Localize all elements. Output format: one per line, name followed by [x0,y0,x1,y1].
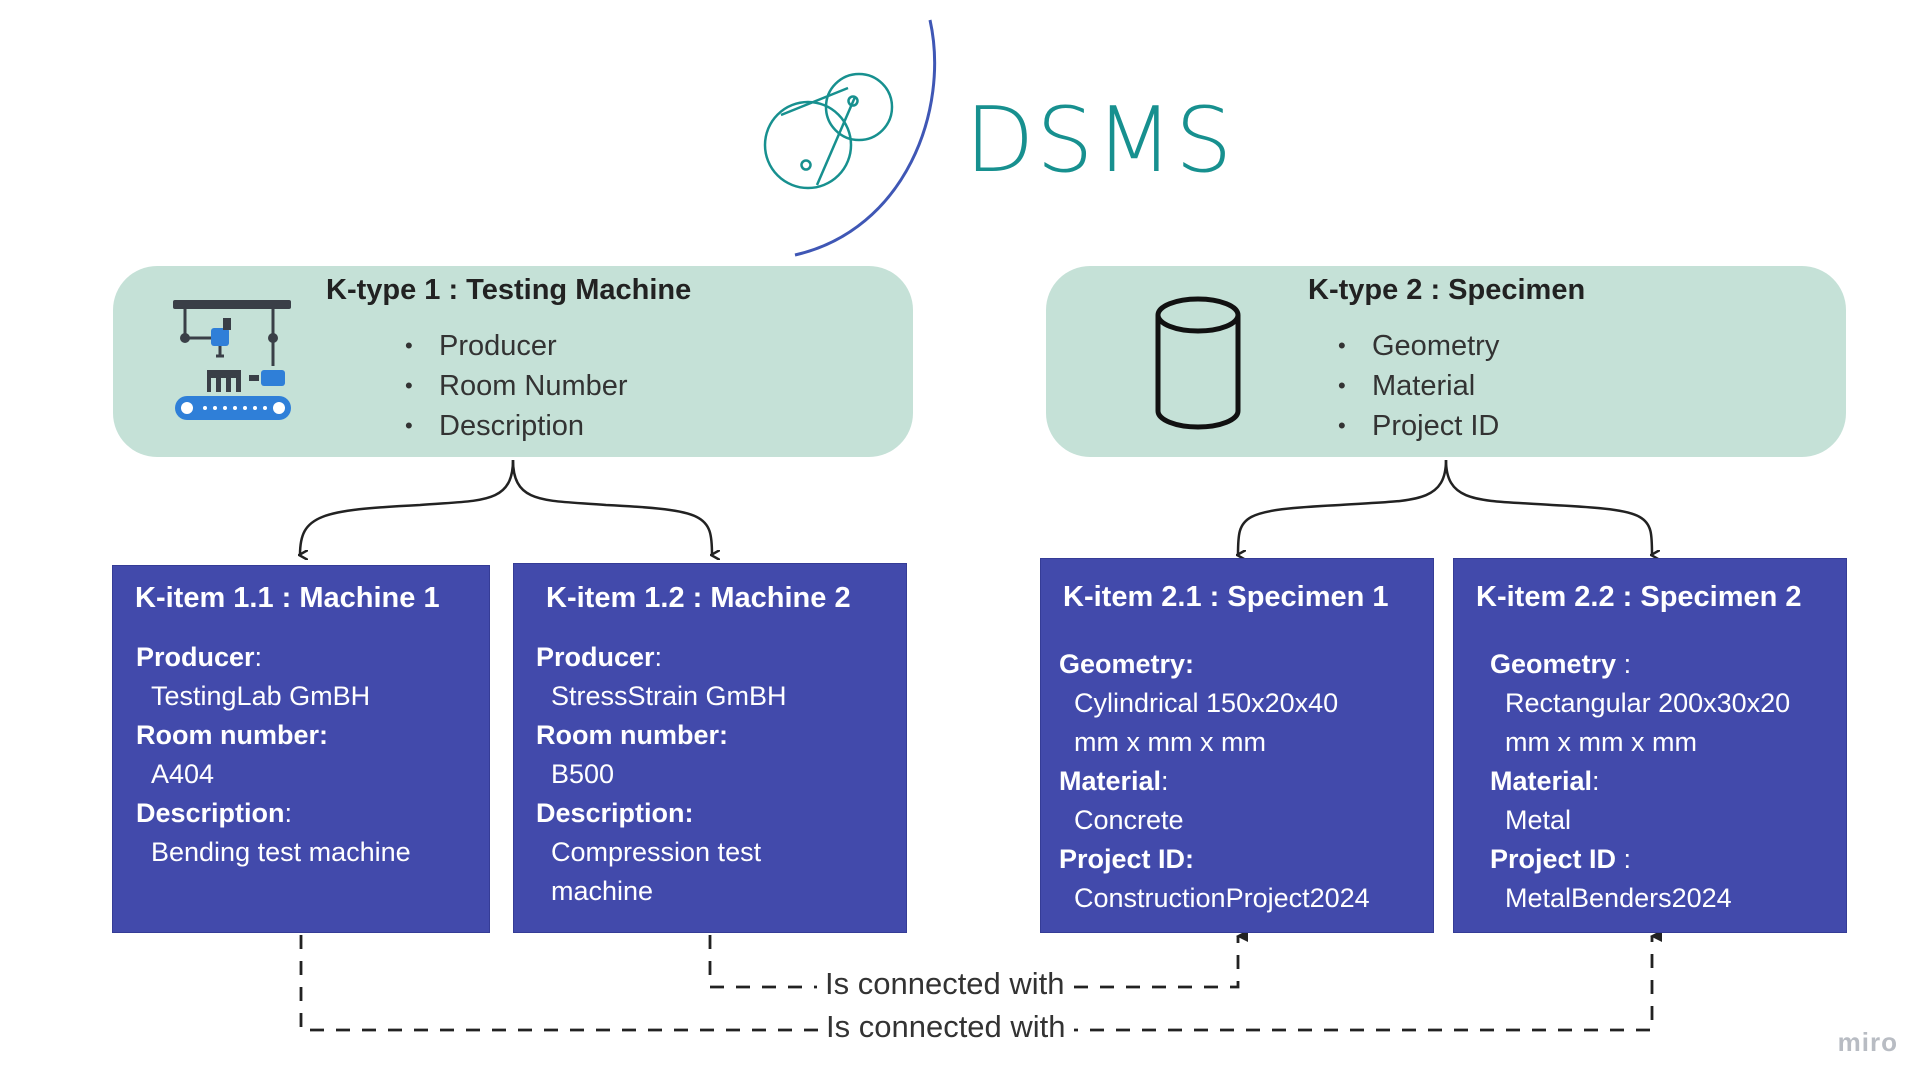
field-separator: : [254,642,263,672]
ktype-card-testing-machine[interactable]: K-type 1 : Testing Machine • Producer • Ro… [113,266,913,457]
attribute-label: Project ID [1372,410,1500,442]
field-label: Description [136,798,285,828]
list-item: • Material [1338,366,1499,406]
list-item: • Project ID [1338,406,1499,446]
field-value: Compression test [551,837,762,867]
field-producer: Producer: StressStrain GmBH [536,638,787,716]
ktype-card-specimen[interactable]: K-type 2 : Specimen • Geometry • Material … [1046,266,1846,457]
field-label: Description: [536,798,694,828]
field-label: Material [1059,766,1162,796]
field-room-number: Room number: B500 [536,716,728,794]
list-item: • Producer [405,326,628,366]
field-description: Description: Compression test machine [536,794,761,911]
field-geometry: Geometry: Cylindrical 150x20x40 mm x mm … [1059,645,1338,762]
field-label: Producer [536,642,655,672]
brace-ktype2-left [1238,459,1448,555]
field-geometry: Geometry : Rectangular 200x30x20 mm x mm… [1490,645,1790,762]
bullet-icon: • [405,413,413,438]
field-separator: : [654,642,663,672]
field-label: Room number: [136,720,328,750]
field-label: Geometry [1490,649,1617,679]
bullet-icon: • [1338,373,1346,398]
logo-mark-icon [763,72,894,190]
field-project-id: Project ID : MetalBenders2024 [1490,840,1732,918]
kitem-card-machine-2[interactable]: K-item 1.2 : Machine 2 Producer: StressS… [513,563,907,933]
attribute-label: Room Number [439,370,628,402]
field-label: Project ID [1490,844,1617,874]
field-value: A404 [151,759,215,789]
field-value: Rectangular 200x30x20 [1505,688,1791,718]
kitem-title: K-item 1.2 : Machine 2 [546,582,851,614]
bullet-icon: • [1338,333,1346,358]
field-value: mm x mm x mm [1074,727,1266,757]
field-value: TestingLab GmBH [151,681,371,711]
ktype-attribute-list: • Producer • Room Number • Description [405,326,628,446]
attribute-label: Description [439,410,585,442]
kitem-card-machine-1[interactable]: K-item 1.1 : Machine 1 Producer: Testing… [112,565,490,933]
ktype-title: K-type 2 : Specimen [1308,274,1586,306]
kitem-card-specimen-2[interactable]: K-item 2.2 : Specimen 2 Geometry : Recta… [1453,558,1847,933]
field-value: Concrete [1074,805,1184,835]
list-item: • Description [405,406,628,446]
brace-ktype1-left [300,459,515,555]
field-value: Metal [1505,805,1572,835]
attribute-label: Material [1372,370,1476,402]
kitem-title: K-item 2.1 : Specimen 1 [1063,581,1389,613]
connection-label-1: Is connected with [817,966,1073,1002]
field-producer: Producer: TestingLab GmBH [136,638,370,716]
ktype-title: K-type 1 : Testing Machine [326,274,692,306]
field-value: Cylindrical 150x20x40 [1074,688,1339,718]
brace-ktype1-right [511,459,712,555]
field-material: Material: Metal [1490,762,1600,840]
field-label: Material [1490,766,1593,796]
field-project-id: Project ID: ConstructionProject2024 [1059,840,1370,918]
logo-title: DSMS [965,88,1235,193]
kitem-title: K-item 1.1 : Machine 1 [135,582,440,614]
field-separator: : [1592,766,1600,796]
logo-arc [794,19,937,257]
field-description: Description: Bending test machine [136,794,411,872]
field-value: StressStrain GmBH [551,681,787,711]
bullet-icon: • [1338,413,1346,438]
attribute-label: Geometry [1372,330,1500,362]
brace-ktype2-right [1444,459,1652,555]
field-separator: : [284,798,293,828]
miro-watermark-logo: miro [1837,1027,1898,1057]
field-value: MetalBenders2024 [1505,883,1732,913]
field-separator: : [1161,766,1169,796]
kitem-title: K-item 2.2 : Specimen 2 [1476,581,1802,613]
field-value: machine [551,876,654,906]
field-value: B500 [551,759,615,789]
field-value: Bending test machine [151,837,411,867]
field-label: Producer [136,642,255,672]
industrial-machine-icon [173,300,291,420]
bullet-icon: • [405,333,413,358]
field-separator: : [1616,844,1632,874]
attribute-label: Producer [439,330,557,362]
field-value: mm x mm x mm [1505,727,1697,757]
cylinder-icon [1155,296,1241,430]
field-separator: : [1616,649,1632,679]
kitem-card-specimen-1[interactable]: K-item 2.1 : Specimen 1 Geometry: Cylind… [1040,558,1434,933]
field-value: ConstructionProject2024 [1074,883,1370,913]
dashed-connection-2 [299,930,1662,1032]
field-label: Room number: [536,720,728,750]
ktype-attribute-list: • Geometry • Material • Project ID [1338,326,1499,446]
field-room-number: Room number: A404 [136,716,328,794]
connection-label-2: Is connected with [818,1009,1074,1045]
field-label: Project ID: [1059,844,1195,874]
list-item: • Geometry [1338,326,1499,366]
field-material: Material: Concrete [1059,762,1184,840]
list-item: • Room Number [405,366,628,406]
bullet-icon: • [405,373,413,398]
field-label: Geometry: [1059,649,1195,679]
